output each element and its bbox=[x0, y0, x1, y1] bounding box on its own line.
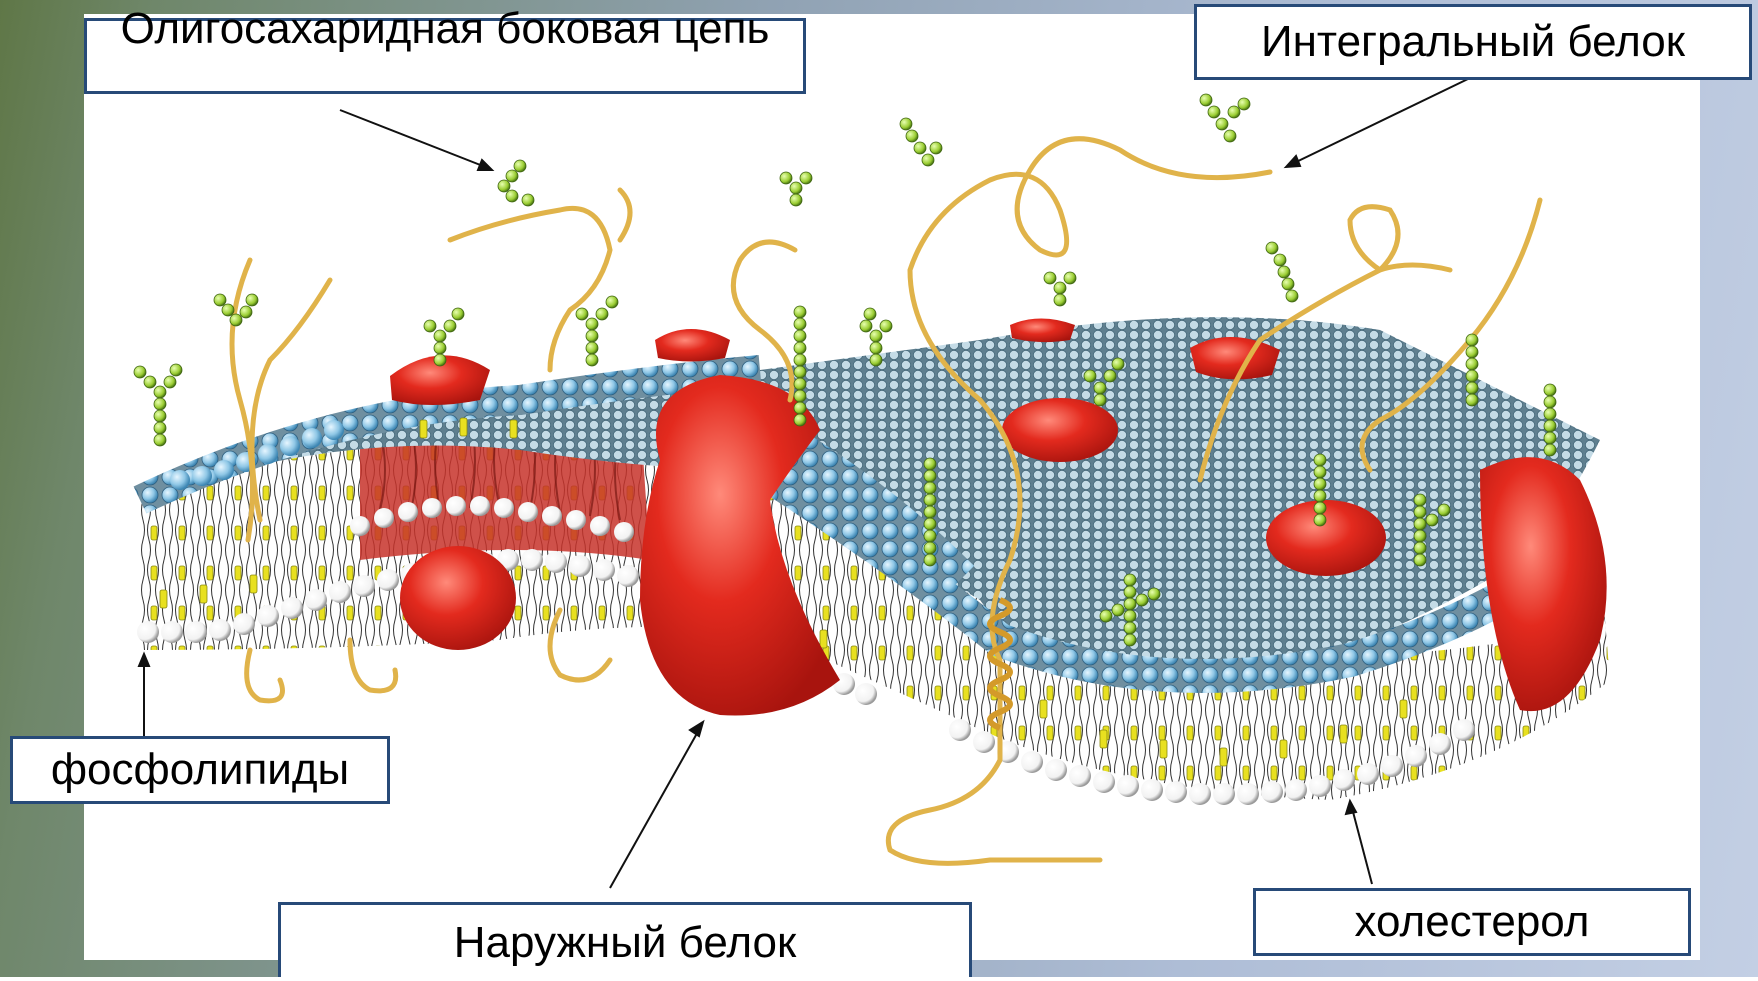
channel-protein-mid bbox=[1002, 398, 1118, 462]
label-outer-protein: Наружный белок bbox=[278, 902, 972, 977]
label-oligosaccharide-text: Олигосахаридная боковая цепь bbox=[87, 7, 803, 51]
label-cholesterol: холестерол bbox=[1253, 888, 1691, 956]
label-oligosaccharide-chain: Олигосахаридная боковая цепь bbox=[84, 18, 806, 94]
left-bottom-protein bbox=[400, 546, 516, 650]
sugar-chain bbox=[924, 458, 936, 566]
small-top-protein-2 bbox=[1010, 319, 1075, 343]
integral-protein-right bbox=[1266, 500, 1386, 576]
label-integral-protein: Интегральный белок bbox=[1194, 4, 1752, 80]
label-phospholipids: фосфолипиды bbox=[10, 736, 390, 804]
